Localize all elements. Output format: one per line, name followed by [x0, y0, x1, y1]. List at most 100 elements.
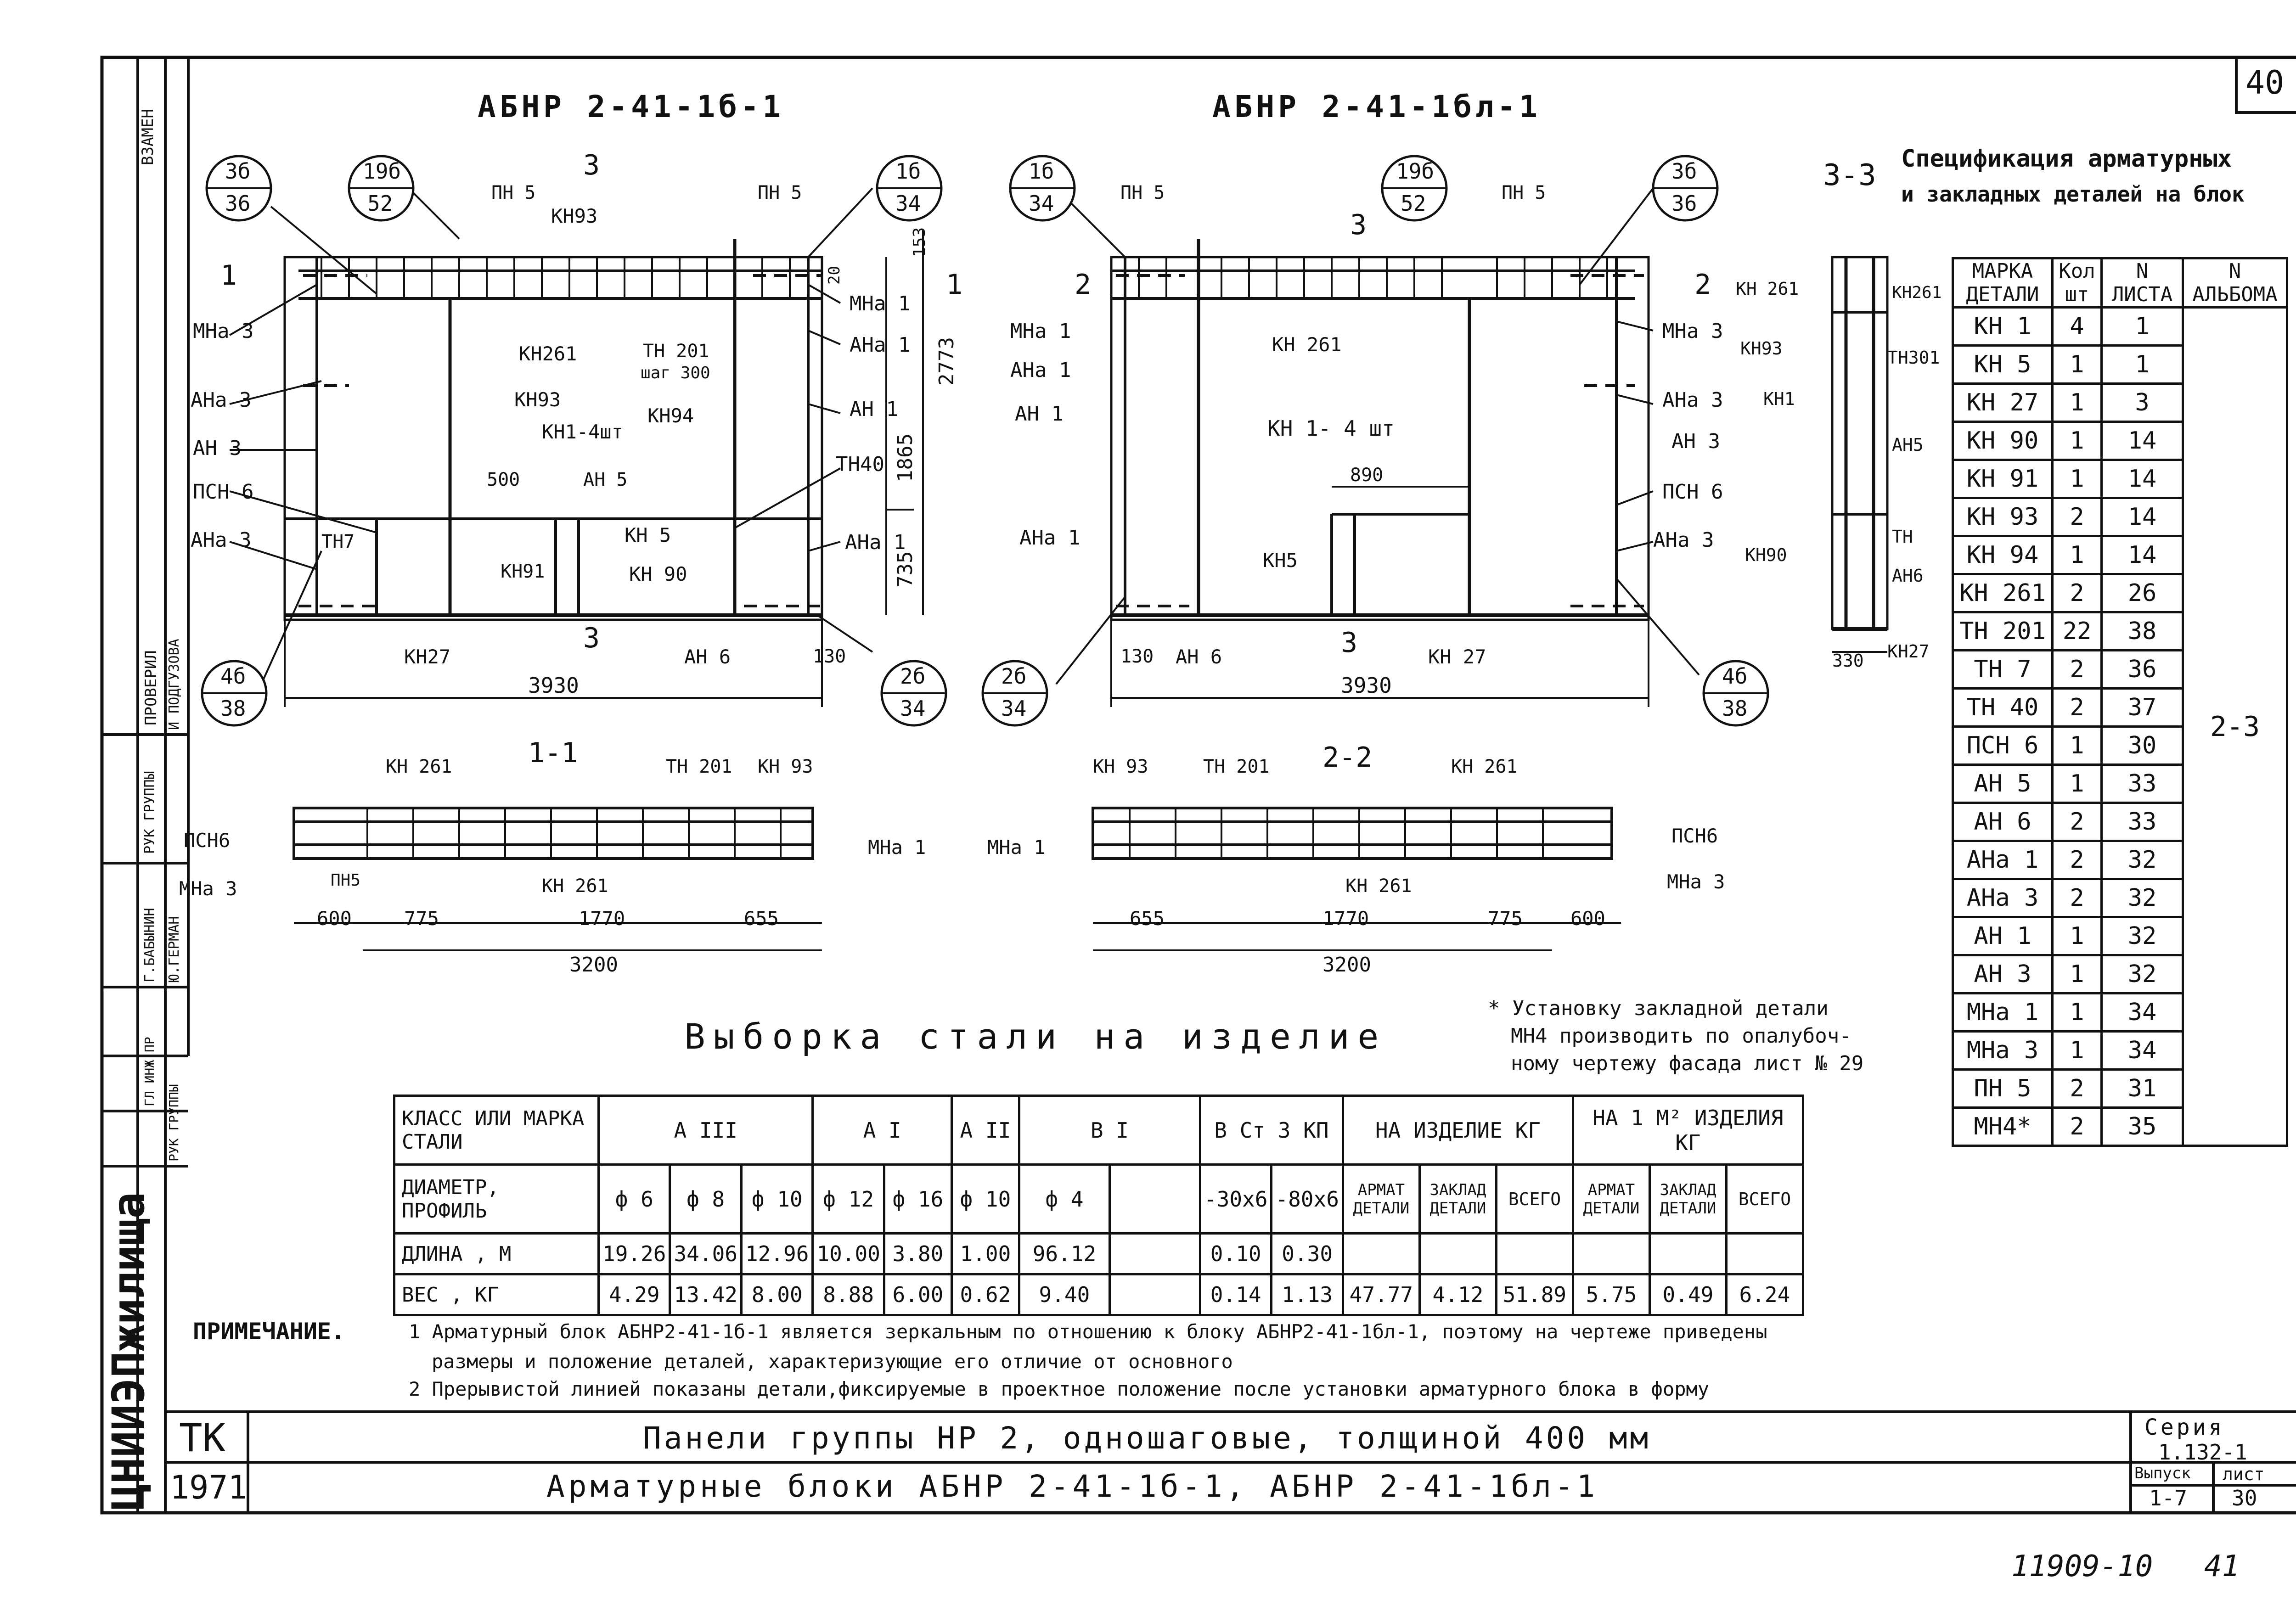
steel-title: Выборка стали на изделие	[684, 1016, 1387, 1057]
lbl-tn7: ТН7	[321, 531, 355, 552]
lbl-ana1-b: АНа 1	[845, 531, 906, 554]
lbl-mna3-r: МНа 3	[1662, 320, 1723, 343]
bubble-7-bot: 52	[1401, 191, 1426, 216]
title-left: АБНР 2-41-1б-1	[478, 89, 785, 124]
steel-row-class: КЛАСС ИЛИ МАРКА СТАЛИ	[393, 1095, 600, 1166]
lbl-kn261-r: КН 261	[1272, 333, 1342, 356]
section-2-2-title: 2-2	[1322, 741, 1373, 774]
note-2: 2 Прерывистой линией показаны детали,фик…	[409, 1378, 1710, 1400]
steel-class-a2: А II	[950, 1095, 1020, 1166]
lbl-kn1-r: КН 1- 4 шт	[1267, 416, 1395, 441]
dim-1865: 1865	[894, 433, 917, 482]
bubble-6-top: 1б	[1029, 159, 1054, 184]
lbl-kn5: КН 5	[625, 524, 671, 546]
dim-130-left: 130	[813, 646, 846, 667]
tb-line1: Панели группы НР 2, одношаговые, толщино…	[643, 1420, 1651, 1456]
steel-row-len: ДЛИНА , М	[393, 1232, 600, 1275]
sec1-mna1: МНа 1	[868, 836, 926, 859]
note-1a: 1 Арматурный блок АБНР2-41-1б-1 является…	[409, 1320, 1767, 1343]
sec2-dim-3200: 3200	[1322, 953, 1371, 977]
stamp-row-1: РУК ГРУППЫ	[142, 771, 158, 854]
lbl-ana3-r: АНа 3	[1662, 388, 1723, 412]
archive-number: 11909-10	[2011, 1549, 2153, 1583]
tb-sheet-value: 30	[2232, 1486, 2257, 1510]
lbl-kn5-r: КН5	[1263, 549, 1298, 572]
stamp-row-3: Г.БАБЫНИН	[142, 908, 158, 982]
sec2-dim-600: 600	[1570, 907, 1605, 930]
lbl-an3: АН 3	[193, 437, 242, 460]
lbl-kn27-r: КН 27	[1428, 646, 1486, 668]
tb-sheet-label: лист	[2223, 1464, 2265, 1484]
sec2-dim-775: 775	[1488, 907, 1523, 930]
stamp-row-7: РУК ГРУППЫ	[166, 1084, 181, 1162]
bubble-4-bot: 38	[220, 696, 246, 721]
sec-3-bot-left: 3	[583, 622, 600, 654]
lbl-kn93-s: КН93	[1740, 338, 1783, 359]
dim-890: 890	[1350, 465, 1384, 486]
dim-2773: 2773	[935, 337, 958, 386]
tb-series-label: Серия	[2144, 1415, 2225, 1440]
sec1-mna3: МНа 3	[179, 877, 237, 900]
lbl-kn1: КН1-4шт	[542, 421, 624, 443]
steel-class-b1: В I	[1018, 1095, 1201, 1166]
bubble-6-bot: 34	[1029, 191, 1054, 216]
bubble-5-bot: 34	[900, 696, 926, 721]
tb-year: 1971	[170, 1469, 248, 1506]
dim-153: 153	[910, 227, 929, 257]
lbl-mna1: МНа 1	[850, 292, 911, 315]
lbl-psn6: ПСН 6	[193, 480, 254, 504]
dim-130-right: 130	[1120, 646, 1154, 667]
sec-1-right: 1	[946, 269, 963, 301]
lbl-ana3-b: АНа 3	[191, 528, 252, 552]
org-logo: ЦНИИЭПжилища	[103, 1192, 154, 1510]
bubble-10-bot: 38	[1722, 696, 1748, 721]
page-number: 41	[2204, 1549, 2240, 1583]
lbl-ana1-r2: АНа 1	[1019, 526, 1080, 550]
steel-class-a1: А I	[811, 1095, 953, 1166]
lbl-kn1-s: КН1	[1763, 389, 1795, 409]
bubble-3-top: 1б	[895, 159, 921, 184]
sec-3-top-right: 3	[1350, 209, 1367, 241]
steel-row-wt: ВЕС , КГ	[393, 1273, 600, 1316]
sec1-pn5: ПН5	[331, 871, 361, 890]
sec2-mna3: МНа 3	[1667, 870, 1725, 893]
lbl-th: ТН	[1892, 527, 1913, 547]
bubble-2-bot: 52	[367, 191, 393, 216]
lbl-tn301: ТН301	[1887, 348, 1940, 368]
steel-per-m2: НА 1 М² ИЗДЕЛИЯ КГ	[1571, 1095, 1804, 1166]
lbl-an6-s: АН6	[1892, 566, 1924, 586]
lbl-pn5: ПН 5	[491, 182, 536, 203]
dim-735: 735	[894, 551, 917, 588]
bubble-1-bot: 36	[225, 191, 251, 216]
sec2-mna1: МНа 1	[987, 836, 1046, 859]
sec1-psn6: ПСН6	[184, 829, 231, 852]
title-right: АБНР 2-41-1бл-1	[1212, 89, 1542, 124]
lbl-ana1: АНа 1	[850, 333, 911, 357]
bubble-9-bot: 34	[1001, 696, 1027, 721]
tb-code: ТК	[179, 1415, 226, 1460]
spec-album-value: 2-3	[2182, 306, 2288, 1147]
bubble-10-top: 4б	[1722, 664, 1748, 689]
lbl-an1-r: АН 1	[1015, 402, 1064, 426]
bubble-2-top: 19б	[363, 159, 401, 184]
sec1-kn93: КН 93	[758, 756, 813, 777]
sec1-dim-1770: 1770	[579, 907, 625, 930]
bubble-7-top: 19б	[1396, 159, 1435, 184]
sec1-dim-3200: 3200	[569, 953, 618, 977]
sec-3-bot-right: 3	[1341, 627, 1358, 659]
lbl-an6-r: АН 6	[1176, 646, 1222, 668]
spec-title-2: и закладных деталей на блок	[1901, 182, 2245, 207]
stamp-row-0: ПРОВЕРИЛ	[142, 650, 160, 725]
